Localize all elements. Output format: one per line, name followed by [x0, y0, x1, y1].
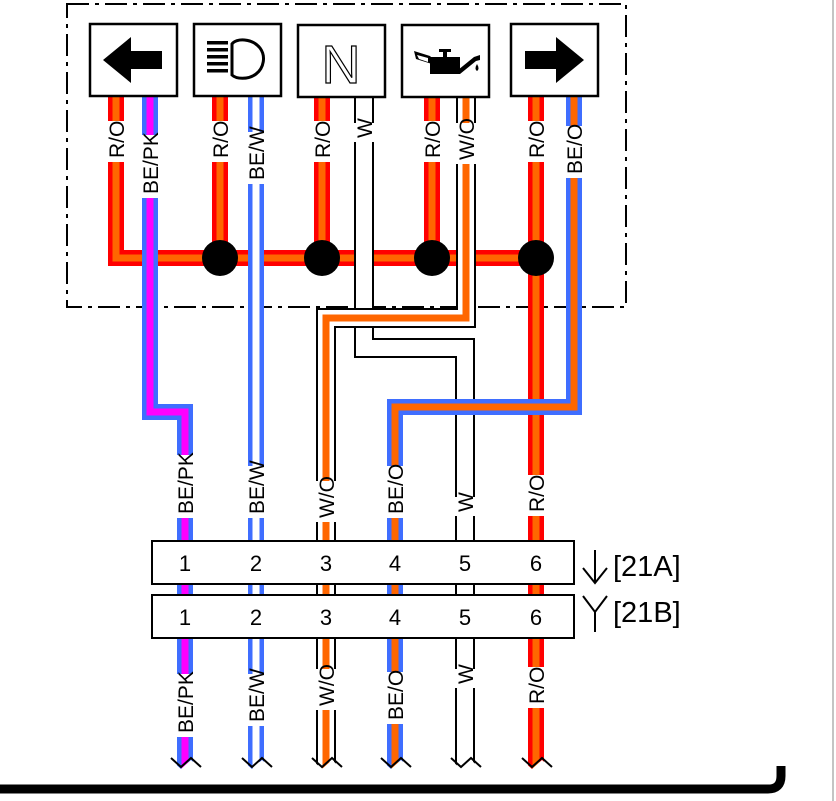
- wire-label: BE/PK: [140, 132, 163, 194]
- wire-be-o: [387, 96, 582, 770]
- wire-label: R/O: [526, 667, 549, 704]
- wire-end-mask: [451, 760, 481, 780]
- wire-continuation-icon: [170, 756, 202, 769]
- label-gap: [173, 674, 197, 737]
- connector-21b: 1 2 3 4 5 6 [21B]: [151, 594, 681, 639]
- pin-symbol-icon: [582, 595, 608, 632]
- wire-end-mask: [242, 760, 272, 780]
- label-gap: [314, 481, 338, 522]
- label-gap: [453, 669, 477, 688]
- wire-be-pk: [142, 96, 193, 770]
- lamp-right-turn: [509, 22, 600, 98]
- connector-21a: 1 2 3 4 5 6 [21A]: [151, 540, 681, 585]
- pin-number: 6: [530, 551, 542, 576]
- label-gap: [352, 123, 376, 142]
- wire-label: BE/PK: [175, 452, 198, 514]
- splice-junctions: [202, 240, 554, 276]
- wire-label: BE/W: [246, 126, 269, 180]
- label-gap: [454, 123, 478, 164]
- frame-border: [0, 766, 786, 794]
- wire-label: W: [354, 118, 377, 138]
- label-gap: [524, 475, 548, 516]
- lamp-high-beam: [192, 22, 283, 98]
- label-gap: [562, 126, 586, 178]
- wire-continuation-icon: [450, 756, 482, 769]
- wire-end-mask: [312, 760, 342, 780]
- wire-label: BE/W: [246, 460, 269, 514]
- wire-label: W: [455, 664, 478, 684]
- pin-number: 1: [179, 605, 191, 630]
- junction-dot: [518, 240, 554, 276]
- wire-label: BE/O: [385, 670, 408, 720]
- pin-number: 5: [459, 605, 471, 630]
- pin-number: 2: [250, 605, 262, 630]
- pin-number: 4: [389, 605, 401, 630]
- wire-continuation-icon: [241, 756, 273, 769]
- wire-label: BE/O: [564, 124, 587, 174]
- connector-id-21a: [21A]: [613, 551, 681, 583]
- label-gap: [524, 121, 548, 162]
- wire-label: BE/O: [385, 464, 408, 514]
- right-turn-arrow-icon: [525, 37, 584, 83]
- wires-layer: [108, 96, 582, 770]
- label-gap: [383, 466, 407, 518]
- connector-id-21b: [21B]: [613, 597, 681, 629]
- pin-number: 3: [320, 605, 332, 630]
- label-gap: [314, 669, 338, 710]
- pin-number: 6: [530, 605, 542, 630]
- oil-can-icon: [414, 49, 480, 74]
- wire-label: W/O: [316, 664, 339, 706]
- label-gap: [173, 455, 197, 518]
- wire-end-mask: [381, 760, 411, 780]
- wire-label: W/O: [456, 118, 479, 160]
- wire-label: R/O: [312, 121, 335, 158]
- wire-label: W: [455, 492, 478, 512]
- wire-label: R/O: [210, 121, 233, 158]
- pin-number: 4: [389, 551, 401, 576]
- label-gap: [104, 121, 128, 162]
- wire-continuation-icon: [521, 756, 553, 769]
- label-gap: [244, 466, 268, 518]
- label-gap: [310, 121, 334, 162]
- lamp-housing-outline: [66, 3, 627, 308]
- label-gap: [244, 132, 268, 184]
- label-gap: [138, 135, 162, 198]
- label-gap: [208, 121, 232, 162]
- wire-w: [354, 96, 475, 770]
- left-turn-arrow-icon: [103, 37, 162, 83]
- pin-number: 1: [179, 551, 191, 576]
- label-gap: [524, 667, 548, 708]
- pin-number: 3: [320, 551, 332, 576]
- wire-label: R/O: [526, 475, 549, 512]
- lamp-left-turn: [88, 22, 179, 98]
- wire-label: BE/PK: [175, 671, 198, 733]
- high-beam-icon: [207, 38, 265, 80]
- wire-labels-layer: R/O BE/PK R/O BE/W R/O W R/O W/O R/O BE/O BE/PK BE/…: [104, 118, 587, 780]
- wire-label: R/O: [422, 121, 445, 158]
- wire-label: R/O: [106, 121, 129, 158]
- pin-number: 5: [459, 551, 471, 576]
- wire-continuation-icon: [311, 756, 343, 769]
- wire-end-mask: [171, 760, 201, 780]
- label-gap: [383, 672, 407, 724]
- label-gap: [420, 121, 444, 162]
- junction-dot: [202, 240, 238, 276]
- wire-end-mask: [522, 760, 552, 780]
- lamp-neutral: N: [296, 23, 387, 99]
- label-gap: [244, 674, 268, 726]
- wire-label: BE/W: [246, 668, 269, 722]
- label-gap: [453, 497, 477, 516]
- wire-continuation-icon: [380, 756, 412, 769]
- pin-number: 2: [250, 551, 262, 576]
- lamp-oil-pressure: [400, 23, 491, 99]
- socket-symbol-icon: [582, 550, 608, 585]
- wire-label: R/O: [526, 121, 549, 158]
- junction-dot: [414, 240, 450, 276]
- junction-dot: [304, 240, 340, 276]
- neutral-n-icon: N: [322, 35, 361, 95]
- wire-label: W/O: [316, 476, 339, 518]
